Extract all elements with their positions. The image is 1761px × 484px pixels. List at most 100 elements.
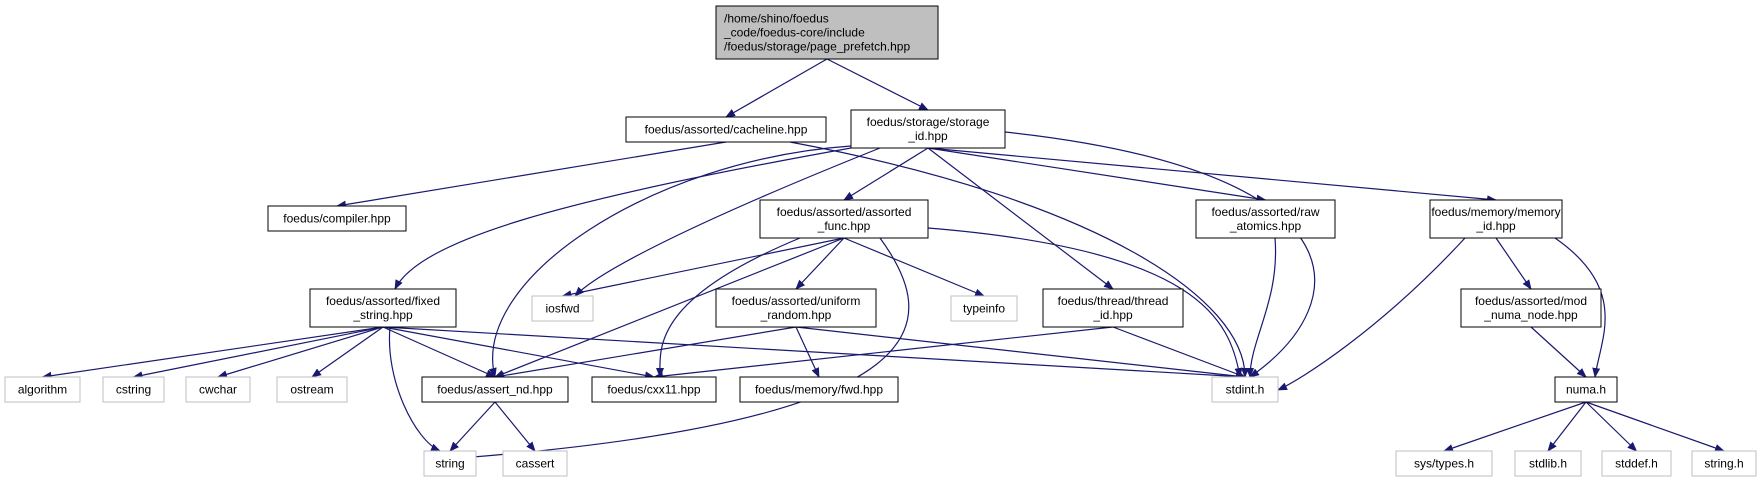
node-box: [715, 288, 877, 328]
edge-root-to-cacheline: [725, 58, 828, 118]
node-box: [1042, 288, 1184, 328]
edge-assert_nd-to-string: [449, 401, 496, 452]
node-label-line: string: [435, 457, 464, 471]
edge-memory_id-to-stdint: [1277, 237, 1466, 391]
node-algorithm: algorithm: [4, 376, 81, 403]
edge-storage_id-to-iosfwd: [574, 147, 881, 297]
edge-storage_id-to-fixed_string: [394, 147, 852, 290]
node-typeinfo: typeinfo: [950, 295, 1018, 322]
node-memory-id[interactable]: foedus/memory/memory_id.hpp: [1429, 199, 1563, 239]
edge-fixed_string-to-cwchar: [217, 326, 384, 379]
node-assorted-func[interactable]: foedus/assorted/assorted_func.hpp: [759, 199, 929, 239]
node-box: [531, 295, 594, 322]
node-cassert: cassert: [502, 450, 568, 477]
node-cwchar: cwchar: [185, 376, 251, 403]
node-label-line: foedus/thread/thread: [1058, 294, 1169, 308]
node-label-line: foedus/assorted/cacheline.hpp: [645, 123, 808, 137]
node-label-line: _random.hpp: [760, 308, 832, 322]
edge-numa-to-stddef: [1585, 401, 1638, 452]
node-label-line: foedus/cxx11.hpp: [607, 383, 701, 397]
edge-fixed_string-to-cstring: [132, 326, 384, 380]
node-memory-fwd[interactable]: foedus/memory/fwd.hpp: [739, 376, 899, 403]
node-box: [759, 199, 929, 239]
node-label-line: numa.h: [1566, 383, 1606, 397]
node-box: [950, 295, 1018, 322]
edge-uniform_random-to-memory_fwd: [795, 326, 820, 378]
node-label-line: sys/types.h: [1414, 457, 1474, 471]
node-raw-atomics[interactable]: foedus/assorted/raw_atomics.hpp: [1195, 199, 1336, 239]
node-label-line: cwchar: [199, 383, 237, 397]
node-assert-nd[interactable]: foedus/assert_nd.hpp: [421, 376, 569, 403]
node-label-line: foedus/assert_nd.hpp: [437, 383, 553, 397]
node-stddef: stddef.h: [1601, 450, 1672, 477]
node-box: [4, 376, 81, 403]
edge-assorted_func-to-cxx11: [655, 237, 801, 378]
edge-thread_id-to-stdint: [1112, 326, 1246, 378]
node-label-line: _code/foedus-core/include: [723, 26, 865, 40]
node-label-line: /home/shino/foedus: [724, 12, 829, 26]
node-label-line: algorithm: [18, 383, 67, 397]
nodes-layer: /home/shino/foedus_code/foedus-core/incl…: [4, 5, 1757, 477]
node-label-line: stddef.h: [1615, 457, 1658, 471]
node-label-line: foedus/assorted/assorted: [777, 205, 912, 219]
node-string: string: [423, 450, 477, 477]
edge-assorted_func-to-uniform_random: [795, 237, 845, 290]
edge-assorted_func-to-typeinfo: [843, 237, 985, 297]
node-box: [591, 376, 717, 403]
node-box: [309, 288, 457, 328]
node-box: [1395, 450, 1493, 477]
node-box: [423, 450, 477, 477]
node-stdint: stdint.h: [1211, 376, 1279, 403]
node-label-line: foedus/assorted/mod: [1475, 294, 1587, 308]
edge-fixed_string-to-string: [388, 326, 441, 452]
node-mod-numa-node[interactable]: foedus/assorted/mod_numa_node.hpp: [1460, 288, 1602, 328]
node-string-h: string.h: [1691, 450, 1757, 477]
edge-storage_id-to-assert_nd: [488, 145, 852, 378]
node-label-line: _id.hpp: [1092, 308, 1133, 322]
edge-storage_id-to-raw_atomics: [927, 147, 1267, 203]
node-numa[interactable]: numa.h: [1554, 376, 1618, 403]
node-uniform-random[interactable]: foedus/assorted/uniform_random.hpp: [715, 288, 877, 328]
edge-root-to-storage_id: [826, 58, 929, 111]
node-box: [185, 376, 251, 403]
edge-numa-to-string_h: [1585, 401, 1725, 452]
node-box: [1514, 450, 1582, 477]
node-storage-id[interactable]: foedus/storage/storage_id.hpp: [850, 109, 1006, 149]
node-label-line: foedus/assorted/raw: [1211, 205, 1319, 219]
edge-fixed_string-to-algorithm: [41, 326, 384, 380]
node-box: [625, 116, 827, 143]
node-label-line: _id.hpp: [1475, 219, 1516, 233]
edge-memory_id-to-numa: [1554, 237, 1606, 378]
node-label-line: _string.hpp: [352, 308, 413, 322]
node-cxx11[interactable]: foedus/cxx11.hpp: [591, 376, 717, 403]
node-label-line: _atomics.hpp: [1229, 219, 1302, 233]
edge-numa-to-sys_types: [1443, 401, 1587, 452]
node-box: [739, 376, 899, 403]
edge-storage_id-to-assorted_func: [843, 147, 929, 201]
node-box: [102, 376, 165, 403]
node-cacheline[interactable]: foedus/assorted/cacheline.hpp: [625, 116, 827, 143]
edge-fixed_string-to-ostream: [311, 326, 384, 378]
node-box: [1195, 199, 1336, 239]
edge-memory_id-to-mod_numa_node: [1495, 237, 1532, 290]
node-box: [1601, 450, 1672, 477]
edge-cacheline-to-stdint: [789, 141, 1249, 378]
node-label-line: _id.hpp: [907, 129, 948, 143]
node-label-line: _numa_node.hpp: [1483, 308, 1578, 322]
node-label-line: foedus/memory/memory: [1431, 205, 1560, 219]
edge-uniform_random-to-stdint: [795, 326, 1246, 380]
node-compiler[interactable]: foedus/compiler.hpp: [267, 205, 407, 232]
edge-cacheline-to-compiler: [336, 141, 727, 209]
node-iosfwd: iosfwd: [531, 295, 594, 322]
node-label-line: ostream: [290, 383, 333, 397]
node-cstring: cstring: [102, 376, 165, 403]
node-fixed-string[interactable]: foedus/assorted/fixed_string.hpp: [309, 288, 457, 328]
node-box: [1211, 376, 1279, 403]
node-label-line: cstring: [116, 383, 151, 397]
edge-numa-to-stdlib: [1547, 401, 1587, 452]
node-label-line: /foedus/storage/page_prefetch.hpp: [724, 40, 910, 54]
edge-assert_nd-to-cassert: [494, 401, 536, 452]
node-root[interactable]: /home/shino/foedus_code/foedus-core/incl…: [715, 5, 939, 60]
node-thread-id[interactable]: foedus/thread/thread_id.hpp: [1042, 288, 1184, 328]
